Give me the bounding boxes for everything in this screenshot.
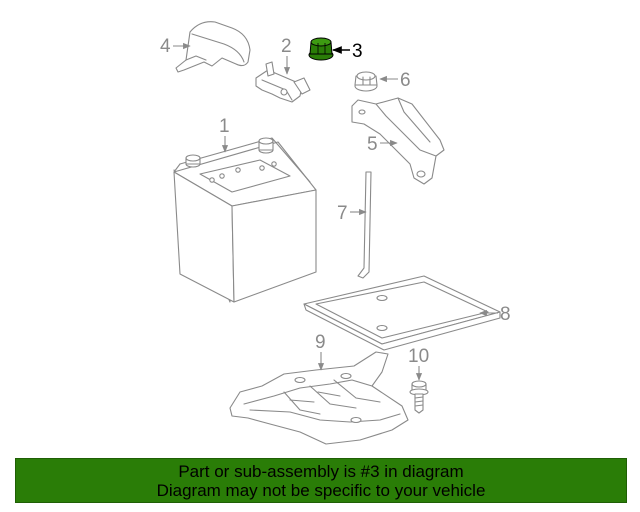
bolt-part-10 [409,380,429,414]
hold-down-bracket-part-5 [351,97,445,185]
callout-1: 1 [219,116,230,153]
nut-part-6 [354,71,378,92]
svg-text:6: 6 [400,70,411,91]
flange-nut-part-3 [308,37,334,61]
callout-8: 8 [479,304,511,325]
svg-text:9: 9 [315,332,326,353]
svg-text:3: 3 [352,41,363,62]
terminal-cover-part-4 [175,21,251,73]
callout-7: 7 [337,203,367,224]
svg-text:2: 2 [281,36,292,57]
banner-line-2: Diagram may not be specific to your vehi… [156,480,486,500]
svg-text:8: 8 [500,304,511,325]
hold-down-rod-part-7 [357,171,372,279]
battery-part-1 [173,137,317,303]
battery-carrier-part-9 [229,351,409,445]
svg-text:10: 10 [408,346,429,367]
callout-5: 5 [367,134,398,155]
callout-10: 10 [408,346,429,381]
terminal-clamp-part-2 [255,61,311,103]
callout-3: 3 [332,41,363,62]
svg-text:5: 5 [367,134,378,155]
svg-text:1: 1 [219,116,230,137]
callout-6: 6 [379,70,411,91]
svg-text:4: 4 [160,36,171,57]
parts-diagram: 1 2 3 4 5 6 7 8 9 10 [160,21,511,445]
svg-text:7: 7 [337,203,348,224]
callout-2: 2 [281,36,292,75]
banner-line-1: Part or sub-assembly is #3 in diagram [178,461,464,481]
battery-tray-part-8 [303,275,501,351]
part-info-banner: Part or sub-assembly is #3 in diagram Di… [15,458,627,503]
callout-4: 4 [160,36,191,57]
callout-9: 9 [315,332,326,371]
